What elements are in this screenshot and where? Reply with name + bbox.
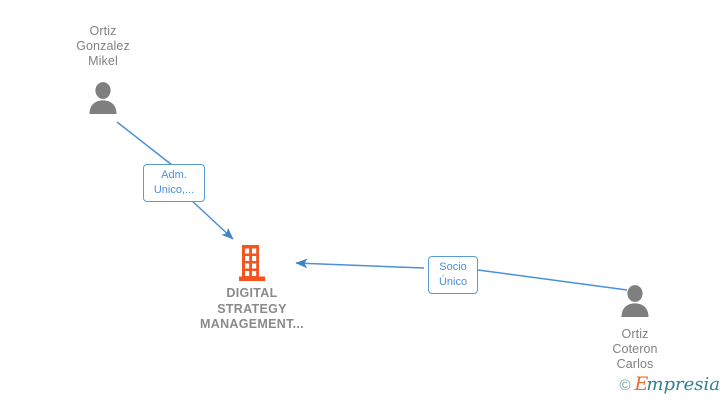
node-label-line-2: Coteron xyxy=(612,342,658,356)
brand-name: mpresia xyxy=(646,374,720,395)
node-person-ortiz-gonzalez-mikel[interactable]: Ortiz Gonzalez Mikel xyxy=(43,24,163,115)
watermark-empresia: © Empresia xyxy=(619,375,720,395)
node-company-digital-strategy-management[interactable]: DIGITAL STRATEGY MANAGEMENT... xyxy=(182,245,322,333)
edge-label-socio-unico[interactable]: Socio Único xyxy=(428,256,478,294)
node-label-line-3: Carlos xyxy=(616,357,654,371)
person-icon xyxy=(621,285,649,317)
brand-initial: E xyxy=(634,373,649,395)
company-label-line-2: STRATEGY xyxy=(217,301,287,316)
edge-label-adm-unico[interactable]: Adm. Unico,... xyxy=(143,164,205,202)
person-icon xyxy=(89,82,117,114)
edge-line-socio-unico-left xyxy=(295,258,425,269)
edge-line-adm-unico-upper xyxy=(116,121,173,166)
edge-line-socio-unico-right xyxy=(477,269,628,291)
node-label-line-3: Mikel xyxy=(88,54,118,68)
node-label-line-2: Gonzalez xyxy=(76,39,130,53)
company-label-line-1: DIGITAL xyxy=(226,286,278,300)
edge-label-line-1: Adm. xyxy=(161,169,187,181)
copyright-icon: © xyxy=(619,376,631,394)
edge-line-adm-unico-lower xyxy=(189,198,234,240)
edge-label-line-2: Único xyxy=(438,275,468,288)
edge-label-line-1: Socio xyxy=(439,261,467,273)
node-label-line-1: Ortiz xyxy=(89,24,117,38)
node-person-ortiz-coteron-carlos[interactable]: Ortiz Coteron Carlos xyxy=(575,284,695,372)
company-label-line-3: MANAGEMENT... xyxy=(200,317,304,331)
edge-label-line-2: Unico,... xyxy=(153,183,195,196)
node-label-line-1: Ortiz xyxy=(621,327,649,341)
building-icon xyxy=(239,245,265,281)
